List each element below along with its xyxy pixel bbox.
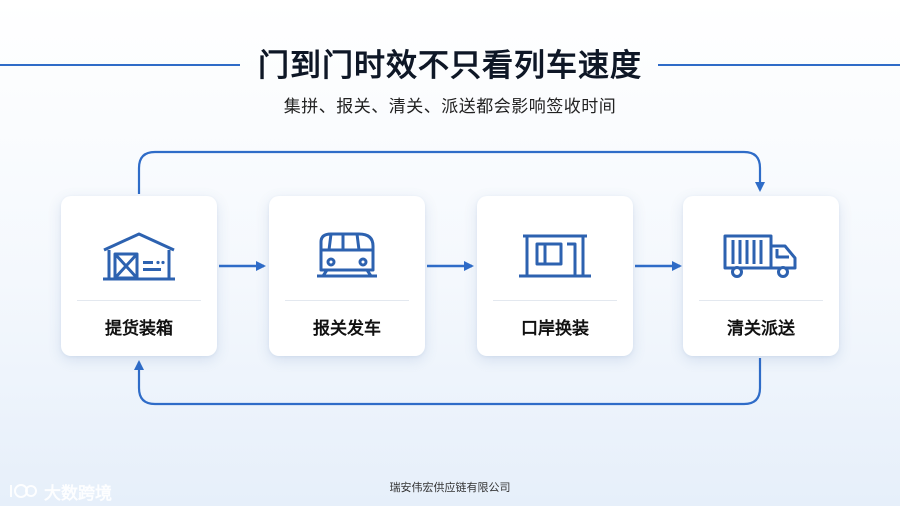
- watermark: 大数跨境: [8, 480, 112, 504]
- step-label: 清关派送: [727, 319, 795, 339]
- delivery-truck-icon: [723, 234, 797, 278]
- card-divider: [285, 300, 409, 301]
- page-title: 门到门时效不只看列车速度: [258, 48, 642, 84]
- loop-arrow-top: [137, 150, 765, 194]
- title-line-left: [0, 64, 240, 66]
- warehouse-icon: [103, 232, 175, 281]
- title-line-right: [658, 64, 900, 66]
- loop-arrow-bottom: [134, 358, 762, 406]
- company-footer: 瑞安伟宏供应链有限公司: [389, 481, 511, 494]
- card-divider: [493, 300, 617, 301]
- step-label: 报关发车: [313, 319, 381, 339]
- step-card-clearance-delivery: 清关派送: [683, 196, 839, 356]
- step-card-declare-depart: 报关发车: [269, 196, 425, 356]
- card-divider: [699, 300, 823, 301]
- port-crane-icon: [519, 234, 591, 278]
- watermark-text: 大数跨境: [44, 483, 112, 504]
- card-divider: [77, 300, 201, 301]
- step-label: 提货装箱: [105, 319, 173, 339]
- train-icon: [317, 232, 377, 278]
- page-subtitle: 集拼、报关、清关、派送都会影响签收时间: [283, 97, 617, 117]
- watermark-logo-icon: [10, 484, 37, 498]
- step-label: 口岸换装: [521, 319, 589, 339]
- step-card-port-transfer: 口岸换装: [477, 196, 633, 356]
- step-card-pickup: 提货装箱: [61, 196, 217, 356]
